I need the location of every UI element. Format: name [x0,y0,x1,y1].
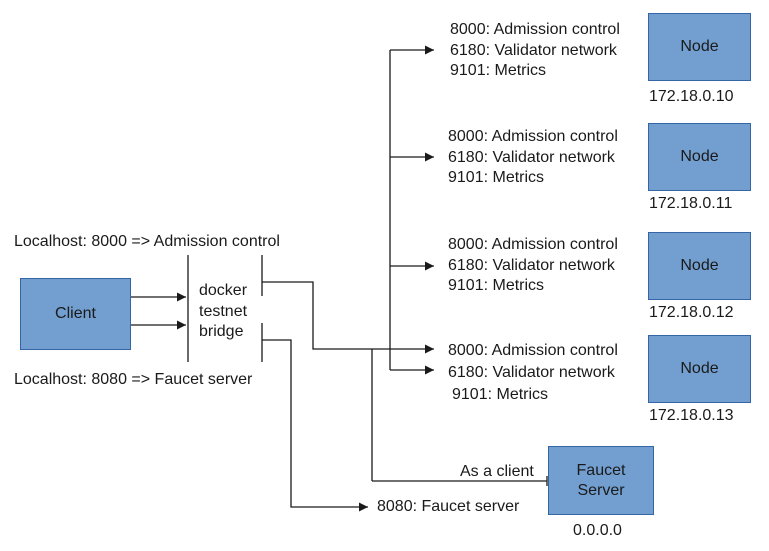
node-1-port-metrics: 9101: Metrics [450,62,547,79]
localhost-8000-label: Localhost: 8000 => Admission control [14,233,280,250]
faucet-server-port-label: 8080: Faucet server [377,498,520,515]
bridge-label: docker testnet bridge [199,281,247,343]
node-3-label: Node [680,257,719,274]
as-client-label: As a client [460,463,534,480]
node-1-port-validator: 6180: Validator network [450,41,617,59]
node-4-port-metrics: 9101: Metrics [452,386,549,403]
node-3-ports: 8000: Admission control 6180: Validator … [448,235,618,297]
node-1-ports: 8000: Admission control 6180: Validator … [450,20,620,82]
bridge-to-faucet-path [262,339,368,512]
faucet-server-ip: 0.0.0.0 [573,522,622,539]
faucet-server-label-line1: Faucet [576,461,626,479]
node-2-box: Node [648,123,751,191]
node-3-port-validator: 6180: Validator network [448,256,615,274]
bridge-label-line2: testnet [199,302,248,320]
node-3-box: Node [648,232,751,300]
localhost-8080-label: Localhost: 8080 => Faucet server [14,371,253,388]
client-label: Client [55,305,96,322]
node-2-port-admission: 8000: Admission control [448,128,618,145]
node-2-ip: 172.18.0.11 [649,195,733,212]
node-4-port-validator: 6180: Validator network [448,364,615,381]
node-1-label: Node [680,38,719,55]
node-4-port-admission: 8000: Admission control [448,342,618,359]
node-3-port-admission: 8000: Admission control [448,236,618,253]
bridge-label-line1: docker [199,282,248,299]
bridge-to-nodes-path [262,281,372,350]
bridge-label-line3: bridge [199,323,244,340]
faucet-server-box: Faucet Server [548,446,654,515]
node-2-label: Node [680,148,719,165]
node-1-box: Node [648,13,751,81]
node-4-box: Node [648,335,751,403]
node-4-ip: 172.18.0.13 [649,407,734,424]
client-box: Client [20,278,131,350]
node-1-port-admission: 8000: Admission control [450,21,620,38]
node-4-label: Node [680,360,719,377]
node-2-port-validator: 6180: Validator network [448,148,615,166]
node-2-ports: 8000: Admission control 6180: Validator … [448,127,618,189]
faucet-server-label-line2: Server [577,481,625,499]
node-3-ip: 172.18.0.12 [649,304,734,321]
node-4-ports: 8000: Admission control 6180: Validator … [448,340,618,406]
node-2-port-metrics: 9101: Metrics [448,169,545,186]
node-1-ip: 172.18.0.10 [649,88,734,105]
node-3-port-metrics: 9101: Metrics [448,277,545,294]
